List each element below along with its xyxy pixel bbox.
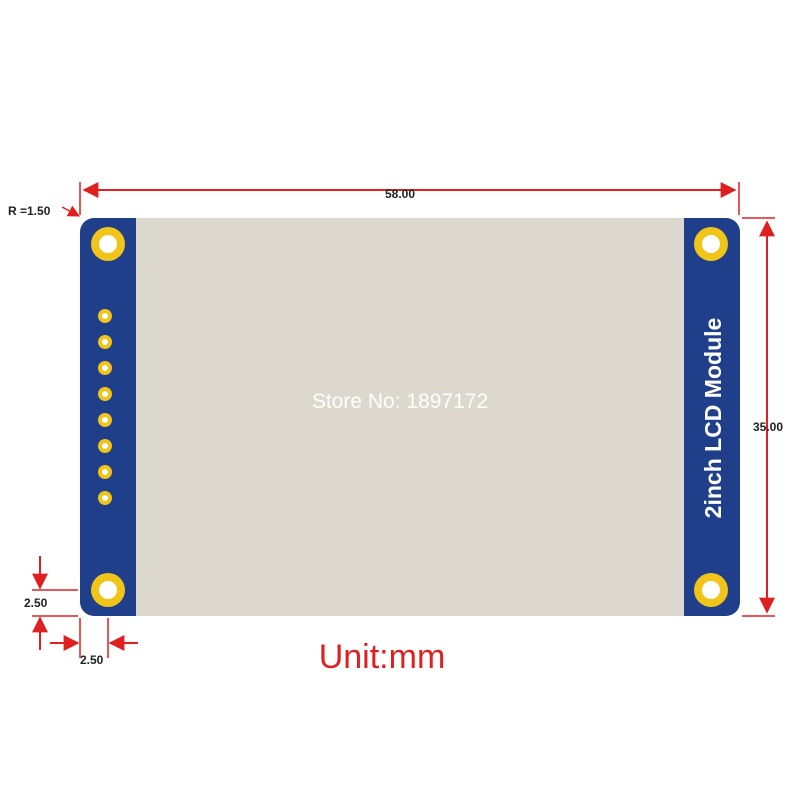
height-dimension-label: 35.00 [753, 420, 783, 434]
board-title: 2inch LCD Module [700, 318, 726, 519]
hole-offset-y-label: 2.50 [24, 596, 48, 610]
corner-radius-label: R =1.50 [8, 204, 51, 218]
hole-offset-x-label: 2.50 [80, 653, 104, 667]
lcd-screen [136, 218, 684, 616]
hole-offset-y-dimension: 2.50 [24, 556, 78, 650]
height-dimension: 35.00 [742, 217, 783, 617]
store-watermark: Store No: 1897172 [312, 390, 488, 413]
hole-offset-x-dimension: 2.50 [50, 618, 138, 667]
unit-label: Unit:mm [319, 638, 446, 676]
mounting-holes [91, 227, 728, 607]
width-dimension: 58.00 [79, 182, 740, 215]
header-pins [98, 309, 112, 505]
corner-radius-dimension: R =1.50 [8, 204, 81, 218]
width-dimension-label: 58.00 [385, 187, 415, 201]
